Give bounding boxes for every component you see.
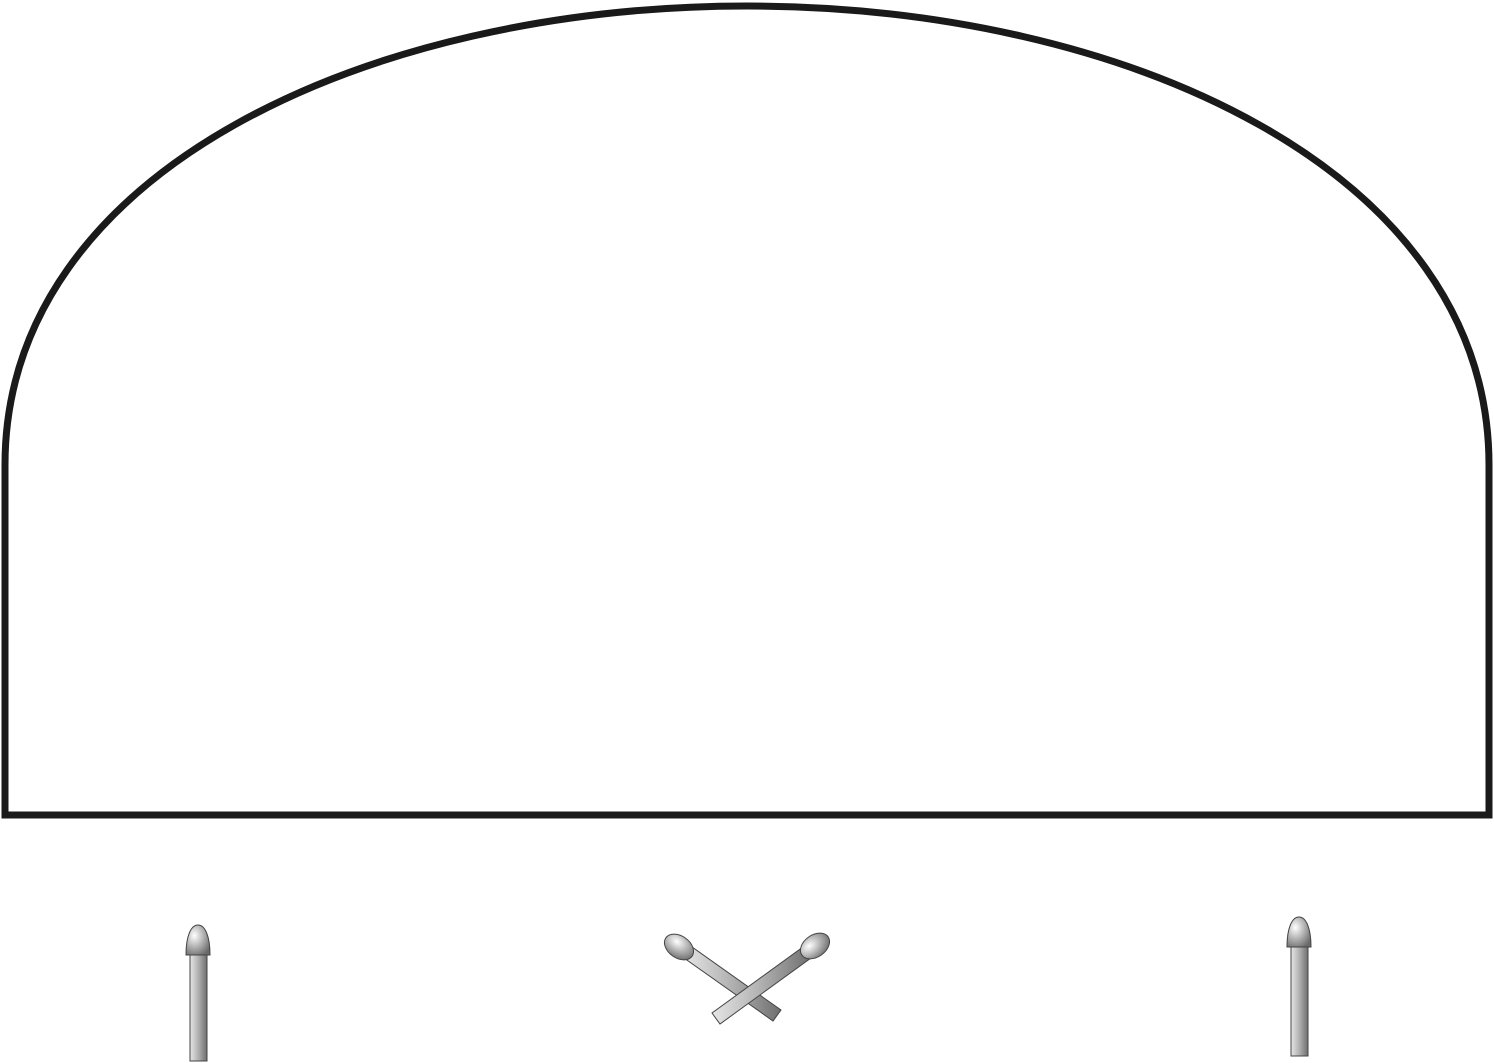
match-shaft — [189, 951, 208, 1062]
match-head — [799, 932, 831, 960]
arch-panel — [1, 2, 1493, 819]
match-head — [1286, 916, 1312, 948]
match-head — [185, 924, 211, 956]
crossed-matches — [663, 932, 831, 1025]
match-shaft — [1290, 943, 1309, 1057]
match-a — [663, 933, 782, 1022]
match-b — [711, 932, 831, 1025]
single-match-left — [185, 924, 211, 1062]
single-match-right — [1286, 916, 1312, 1057]
match-head — [663, 933, 695, 961]
